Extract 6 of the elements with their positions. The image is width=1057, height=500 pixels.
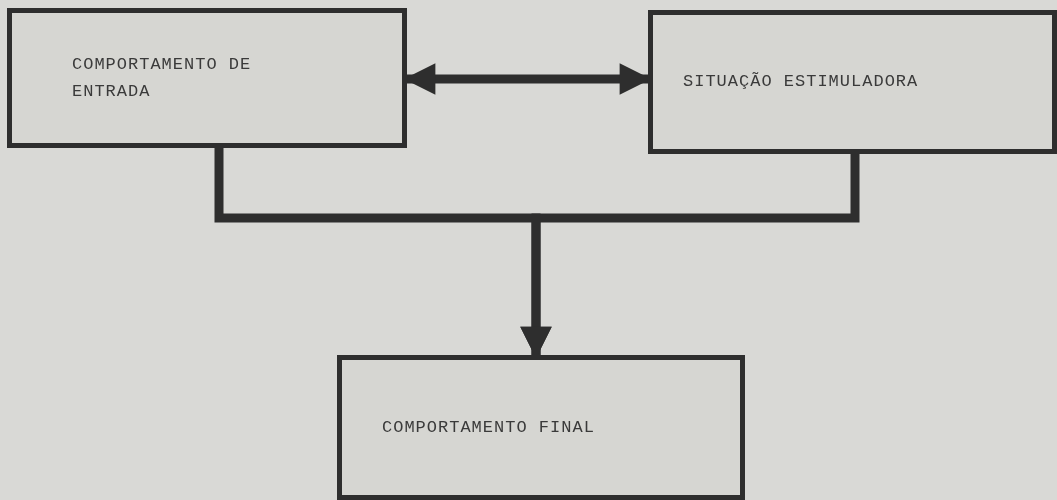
process-box	[7, 8, 407, 148]
box-label: COMPORTAMENTO DE ENTRADA	[72, 53, 253, 103]
box-label: SITUAÇÃO ESTIMULADORA	[683, 71, 919, 94]
box-label: COMPORTAMENTO FINAL	[382, 416, 595, 439]
process-box	[337, 355, 745, 500]
process-box	[648, 10, 1057, 154]
